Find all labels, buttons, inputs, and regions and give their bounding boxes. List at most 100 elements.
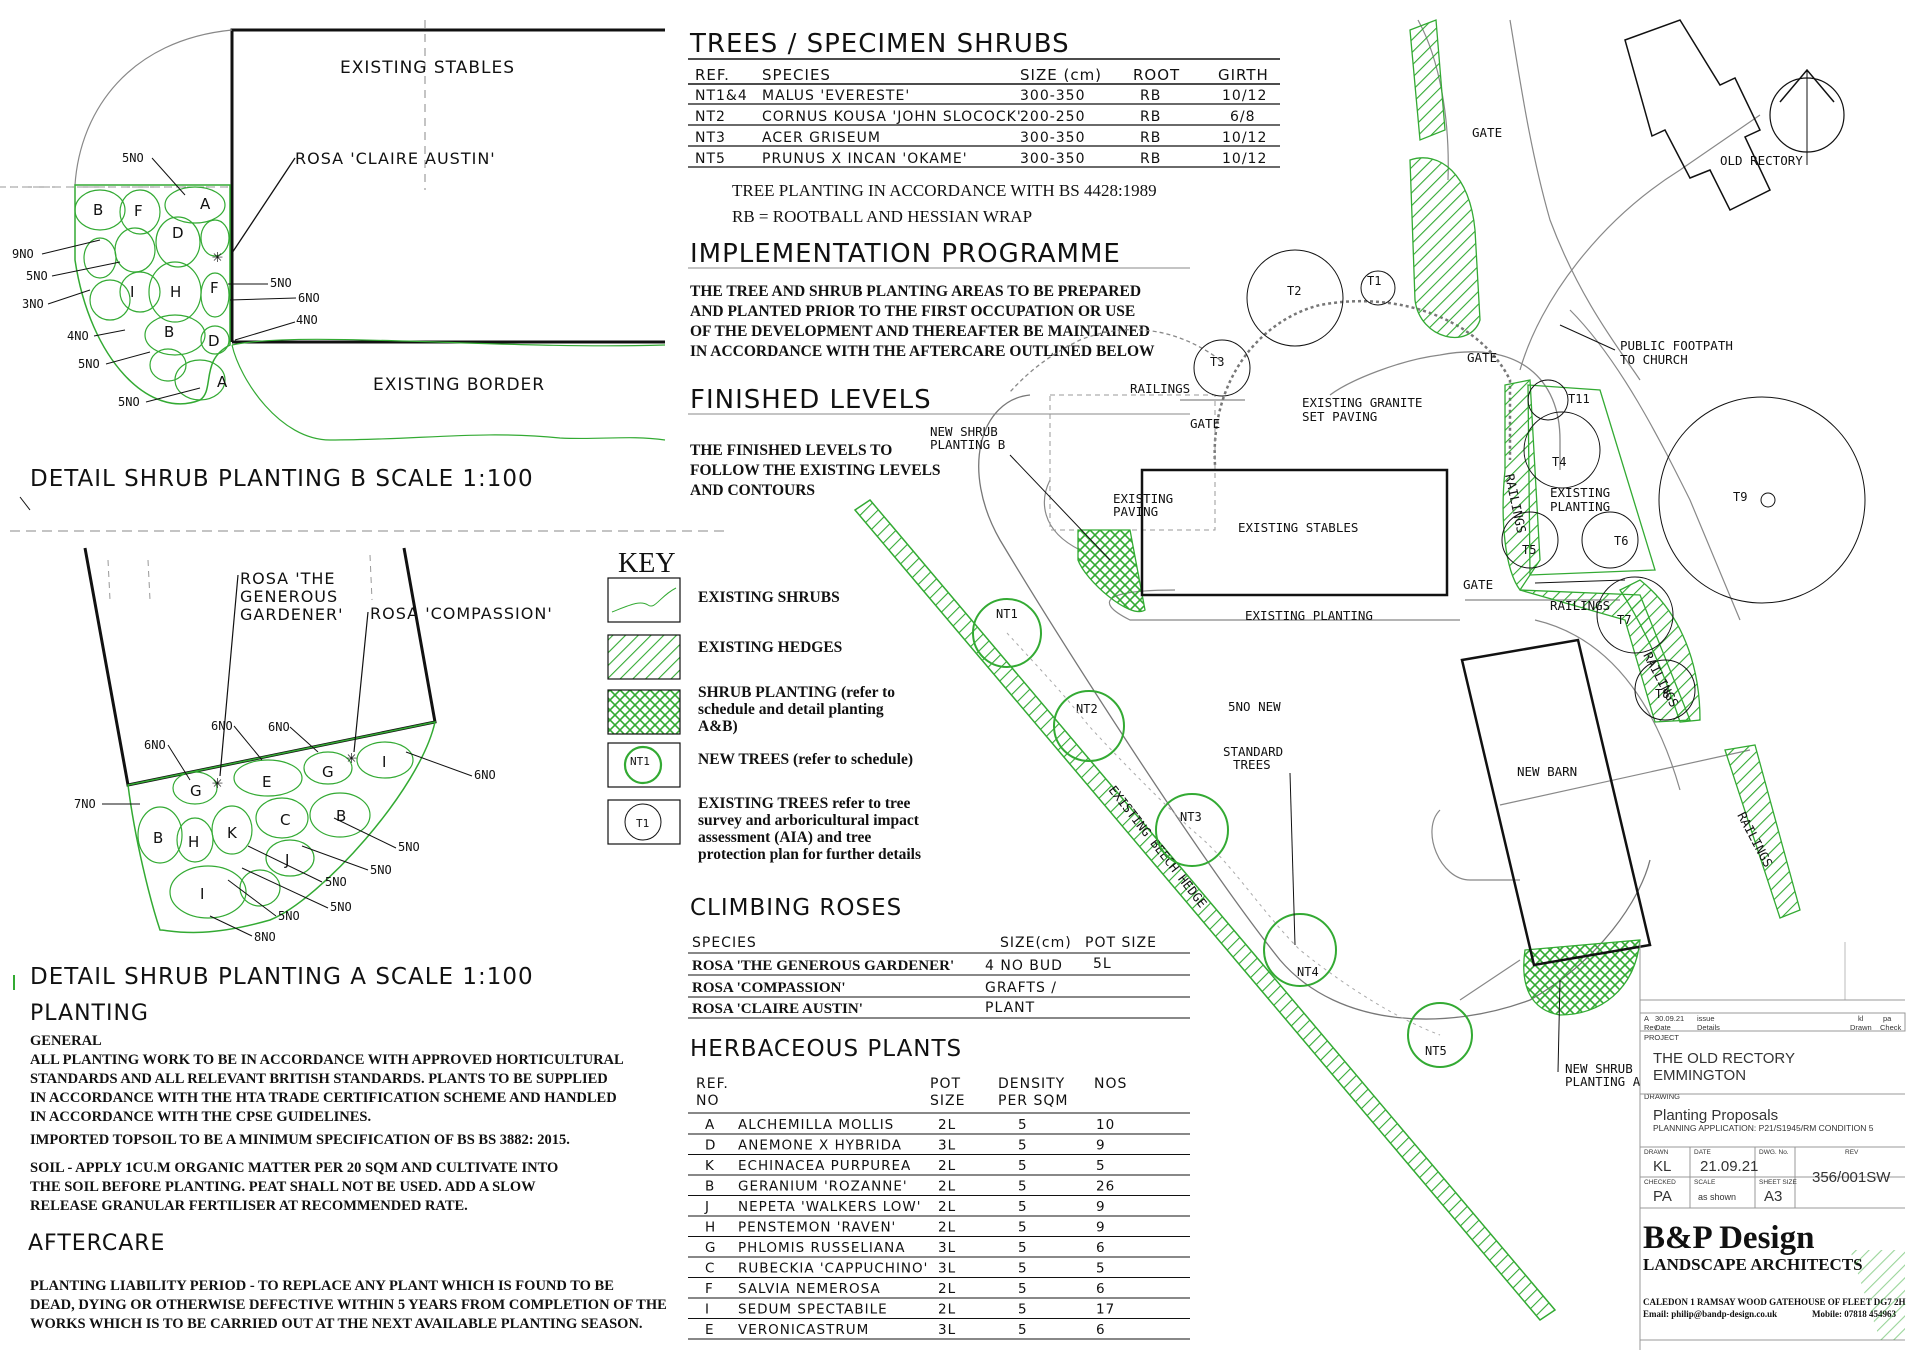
nt-label: NT2 [1076, 702, 1098, 716]
project-line: THE OLD RECTORY [1653, 1050, 1795, 1067]
qty: 5NO [330, 900, 352, 914]
herb-cell: C [705, 1261, 715, 1277]
col: POT SIZE [1085, 935, 1157, 951]
bed-letter: I [382, 753, 387, 771]
col-root: ROOT [1133, 66, 1180, 84]
new-barn-building [1460, 638, 1652, 967]
qty: 3NO [22, 297, 44, 311]
key-nt1: NT1 [630, 755, 650, 768]
gate-label: GATE [1472, 125, 1502, 140]
cell: 6/8 [1230, 109, 1256, 125]
footpath-label: PUBLIC FOOTPATH [1620, 338, 1733, 353]
bed-letter: G [190, 782, 203, 800]
key-label: schedule and detail planting [698, 701, 884, 718]
cell: ACER GRISEUM [762, 130, 881, 146]
rose1-line3: GARDENER' [240, 605, 343, 624]
key-label: A&B) [698, 718, 738, 735]
tree-t9 [1658, 396, 1866, 604]
bed-letter: B [336, 807, 347, 825]
herb-cell: 6 [1096, 1322, 1106, 1338]
rev-h: Date [1655, 1023, 1671, 1032]
herb-cell: F [705, 1281, 714, 1297]
paving-label: EXISTING [1113, 491, 1173, 506]
cell: CORNUS KOUSA 'JOHN SLOCOCK' [762, 109, 1022, 125]
detail-a-drawing: ROSA 'THE GENEROUS GARDENER' ROSA 'COMPA… [13, 547, 553, 990]
impl-line: THE TREE AND SHRUB PLANTING AREAS TO BE … [690, 283, 1141, 300]
rev-h: Rev [1644, 1023, 1658, 1032]
firm-name: B&P Design [1643, 1220, 1814, 1256]
detail-b-stables: EXISTING STABLES [340, 58, 515, 78]
herb-cell: E [705, 1322, 715, 1338]
standard-trees-label: TREES [1233, 757, 1271, 772]
drawing-label: DRAWING [1644, 1092, 1680, 1101]
col: NO [696, 1093, 720, 1109]
rev-date: 30.09.21 [1655, 1014, 1684, 1023]
cell: 10/12 [1222, 151, 1267, 167]
col-size: SIZE (cm) [1020, 66, 1102, 84]
tb-checked: PA [1653, 1188, 1672, 1205]
standard-trees-label: STANDARD [1223, 744, 1283, 759]
qty: 6NO [298, 291, 320, 305]
herb-cell: RUBECKIA 'CAPPUCHINO' [738, 1261, 928, 1277]
col: DENSITY [998, 1076, 1065, 1092]
cell: 4 NO BUD [985, 958, 1063, 974]
rose2: ROSA 'COMPASSION' [370, 604, 553, 623]
herb-cell: 26 [1096, 1179, 1115, 1195]
bed-letter: F [210, 279, 220, 297]
impl-line: OF THE DEVELOPMENT AND THEREAFTER BE MAI… [690, 323, 1150, 340]
key-label: NEW TREES (refer to schedule) [698, 751, 913, 768]
col: SIZE(cm) [1000, 935, 1072, 951]
bed-letter: D [172, 224, 185, 242]
bed-letter: B [153, 829, 164, 847]
aftercare-line: PLANTING LIABILITY PERIOD - TO REPLACE A… [30, 1278, 614, 1294]
granite-label: SET PAVING [1302, 409, 1377, 424]
herb-cell: 6 [1096, 1240, 1106, 1256]
col: SPECIES [692, 935, 757, 951]
nt-label: NT3 [1180, 810, 1202, 824]
key-label: EXISTING SHRUBS [698, 589, 840, 606]
rev-drawn: kl [1858, 1014, 1864, 1023]
detail-b-border: EXISTING BORDER [373, 375, 545, 395]
tree-label: T9 [1733, 490, 1747, 504]
bed-letter: A [200, 195, 211, 213]
railings-label: RAILINGS [1130, 381, 1190, 396]
herb-cell: PENSTEMON 'RAVEN' [738, 1220, 896, 1236]
herb-cell: GERANIUM 'ROZANNE' [738, 1179, 908, 1195]
qty: 4NO [296, 313, 318, 327]
cell: 300-350 [1020, 130, 1086, 146]
tree-label: T2 [1287, 284, 1301, 298]
herb-cell: 5 [1018, 1158, 1028, 1174]
tree-label: T5 [1522, 543, 1536, 557]
drawing-title: Planting Proposals [1653, 1107, 1778, 1124]
nt-label: NT4 [1297, 965, 1319, 979]
new-tree-nt2 [1053, 690, 1125, 762]
herb-cell: 3L [938, 1261, 956, 1277]
herb-cell: 2L [938, 1281, 956, 1297]
trees-schedule: TREES / SPECIMEN SHRUBS REF. SPECIES SIZ… [688, 29, 1280, 226]
planting-heading: PLANTING [30, 1001, 149, 1026]
firm-email: Email: philip@bandp-design.co.uk [1643, 1309, 1777, 1319]
tb-label: CHECKED [1644, 1179, 1676, 1186]
qty: 6NO [268, 720, 290, 734]
tree-note2: RB = ROOTBALL AND HESSIAN WRAP [732, 207, 1032, 226]
tb-label: SHEET SIZE [1759, 1179, 1797, 1186]
key-shrub-planting-swatch [607, 689, 681, 735]
tree-t3 [1193, 339, 1251, 397]
cell: RB [1140, 130, 1161, 146]
qty: 5NO [26, 269, 48, 283]
site-plan: EXISTING BEECH HEDGE [853, 19, 1866, 1321]
qty: 5NO [122, 151, 144, 165]
rose-star-a1: ✳ [212, 772, 223, 793]
herb-cell: SALVIA NEMEROSA [738, 1281, 881, 1297]
rev-details: issue [1697, 1014, 1715, 1023]
herb-cell: A [705, 1117, 715, 1133]
key-hedges-swatch [607, 634, 681, 680]
col: SIZE [930, 1093, 965, 1109]
trees-heading: TREES / SPECIMEN SHRUBS [689, 29, 1070, 59]
cell: NT3 [695, 130, 726, 146]
qty: 7NO [74, 797, 96, 811]
bed-letter: E [262, 773, 272, 791]
tree-t8 [1634, 659, 1696, 721]
bed-letter: G [322, 763, 335, 781]
herb-cell: 2L [938, 1220, 956, 1236]
